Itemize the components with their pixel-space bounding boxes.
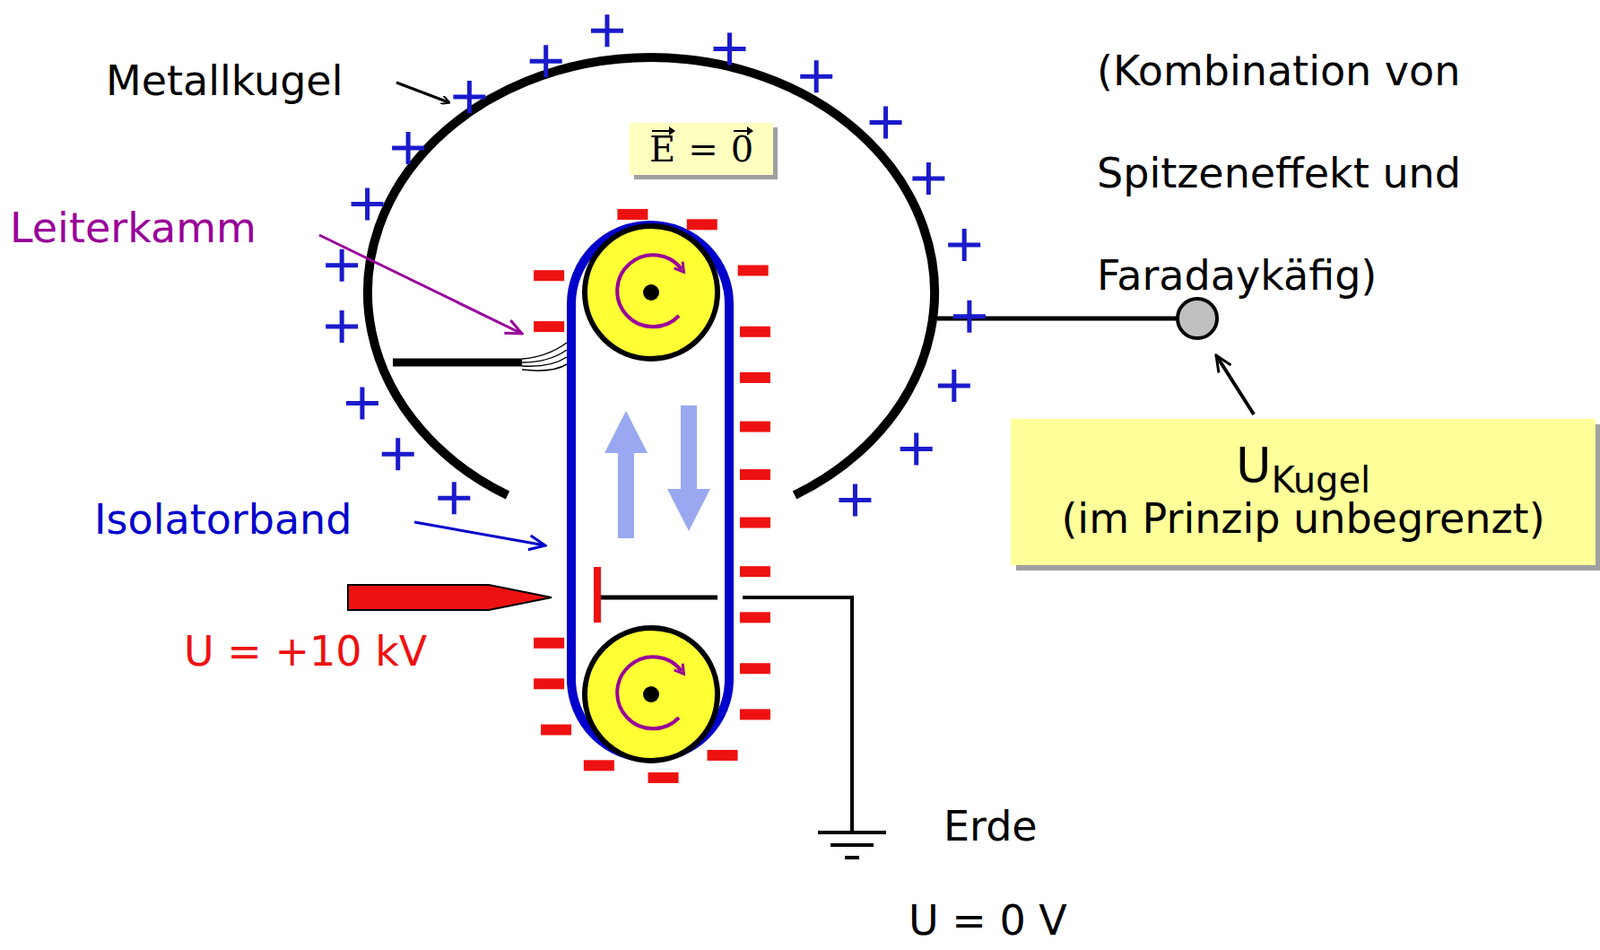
lower-comb xyxy=(600,595,718,600)
negative-charge xyxy=(533,321,565,332)
positive-charge xyxy=(713,33,746,66)
comb-wires xyxy=(521,342,567,371)
negative-charge xyxy=(739,326,771,338)
equals-sign: = xyxy=(687,128,719,170)
terminal xyxy=(1177,298,1218,339)
note: (Kombination von Spitzeneffekt und Farad… xyxy=(1096,19,1582,327)
negative-charge xyxy=(533,637,565,649)
positive-charge xyxy=(938,369,971,402)
note: (im Prinzip unbegrenzt) xyxy=(1037,491,1569,546)
leader-line xyxy=(319,234,522,334)
negative-charge xyxy=(533,678,565,689)
positive-charge xyxy=(800,60,833,93)
vector-symbol: 0 xyxy=(730,128,754,170)
negative-charge xyxy=(739,421,771,433)
field-box: E = 0 xyxy=(629,122,774,175)
part-label: Erde xyxy=(943,802,1038,851)
positive-charge xyxy=(346,386,379,419)
negative-charge xyxy=(738,265,769,277)
voltage-label: U = +10 kV xyxy=(183,627,427,676)
symbol: U xyxy=(1235,436,1272,494)
negative-charge xyxy=(648,772,679,783)
negative-charge xyxy=(686,218,718,230)
positive-charge xyxy=(869,106,903,140)
positive-charge xyxy=(351,188,384,221)
vector-symbol: E xyxy=(649,128,676,170)
high-voltage-arrow xyxy=(347,584,552,610)
positive-charge xyxy=(900,433,933,466)
leader-line xyxy=(1216,355,1254,415)
leader-line xyxy=(414,521,546,546)
positive-charge xyxy=(530,44,563,78)
positive-charge xyxy=(947,228,981,261)
positive-charge xyxy=(325,249,358,282)
lower-comb-electrode xyxy=(593,566,601,623)
ground-symbol xyxy=(817,832,887,858)
negative-charge xyxy=(739,708,771,720)
negative-charge xyxy=(739,662,771,674)
leader-line xyxy=(396,82,449,103)
part-label: Leiterkamm xyxy=(9,204,257,253)
negative-charge xyxy=(739,469,771,480)
positive-charge xyxy=(325,310,358,343)
part-label: Metallkugel xyxy=(105,57,343,105)
negative-charge xyxy=(739,611,771,623)
part-label: Isolatorband xyxy=(94,495,352,544)
positive-charge xyxy=(591,14,624,47)
voltage-box: UKugel(im Prinzip unbegrenzt) xyxy=(1010,418,1596,566)
subscript: Kugel xyxy=(1270,459,1371,501)
metal-sphere xyxy=(367,57,935,496)
positive-charge xyxy=(437,481,470,514)
positive-charge xyxy=(382,437,415,470)
negative-charge xyxy=(540,723,572,735)
voltage-label: U = 0 V xyxy=(908,896,1068,945)
positive-charge xyxy=(953,300,986,333)
positive-charge xyxy=(838,484,871,517)
negative-charge xyxy=(739,372,771,383)
belt-direction-arrows xyxy=(604,405,711,539)
pulleys xyxy=(584,226,718,761)
negative-charge xyxy=(739,565,771,577)
positive-charge xyxy=(391,131,425,165)
negative-charge xyxy=(583,759,615,771)
positive-charge xyxy=(452,80,486,114)
negative-charge xyxy=(617,208,648,220)
negative-charge xyxy=(533,269,565,281)
positive-charge xyxy=(912,162,945,195)
negative-charge xyxy=(739,517,771,529)
negative-charge xyxy=(707,749,739,761)
upper-comb xyxy=(392,358,522,367)
